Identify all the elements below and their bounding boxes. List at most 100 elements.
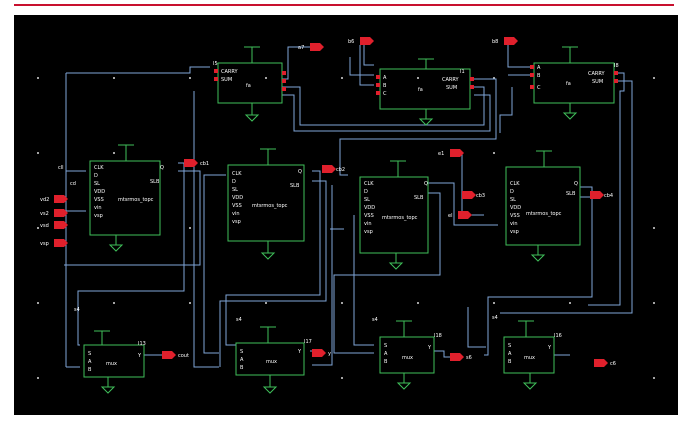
mtsr-3-port-vss: VSS	[364, 213, 374, 219]
mtsr-1-name: mtsrmos_topc	[118, 197, 154, 203]
pin-cb3[interactable]: cb3	[462, 191, 485, 199]
mtsr-2-port-clk: CLK	[232, 171, 242, 177]
fa-1-port-sum: SUM	[221, 77, 232, 83]
mtsr-2-port-vss: VSS	[232, 203, 242, 209]
pin-cb4[interactable]: cb4	[590, 191, 613, 199]
pin-s6[interactable]: s6	[450, 353, 472, 361]
mtsr-block-3[interactable]: CLK D SL VDD VSS vin vsp Q SLB mtsrmos_t…	[359, 160, 429, 270]
mtsr-3-port-sl: SL	[364, 197, 370, 203]
fa-2-name: fa	[418, 87, 423, 93]
pin-a7[interactable]: a7	[298, 43, 324, 51]
io-pins: a7 b6 b8 cb1 cb2 cb3 cb4 e1 el vd2 vs2 v…	[40, 37, 616, 367]
net-labels: cll cd s4 s4 s4 s4	[58, 165, 498, 323]
mtsr-1-port-vsp: vsp	[94, 213, 103, 219]
net-label-d: cd	[70, 181, 76, 187]
mux-block-2[interactable]: S A B Y mux I17	[235, 326, 312, 394]
pin-c6[interactable]: c6	[594, 359, 616, 367]
mtsr-2-port-sl: SL	[232, 187, 238, 193]
pin-b6[interactable]: b6	[348, 37, 374, 45]
svg-text:vs2: vs2	[40, 211, 49, 217]
mtsr-1-port-clk: CLK	[94, 165, 104, 171]
fa-2-port-b: B	[383, 83, 387, 89]
mux-4-ref: I16	[554, 333, 562, 339]
mux-block-3[interactable]: S A B Y mux I18	[379, 320, 442, 390]
fa-block-2[interactable]: A B C CARRY SUM fa I1	[376, 58, 474, 126]
pin-vs2[interactable]: vs2	[40, 209, 68, 217]
mux-4-port-a: A	[508, 351, 512, 357]
mtsr-1-port-vdd: VDD	[94, 189, 105, 195]
svg-text:cb3: cb3	[476, 193, 485, 199]
grid-dots	[37, 77, 655, 379]
pin-vd2[interactable]: vd2	[40, 195, 68, 203]
mux-1-port-s: S	[88, 351, 91, 357]
fa-3-port-sum: SUM	[592, 79, 603, 85]
fa-3-ref: I8	[614, 63, 619, 69]
schematic-canvas[interactable]: CARRY SUM fa I5 A B C CARRY SUM fa I1	[14, 15, 678, 415]
mux-block-1[interactable]: S A B Y mux I13	[83, 330, 146, 394]
fa-block-1[interactable]: CARRY SUM fa I5	[213, 46, 286, 122]
pin-cb2[interactable]: cb2	[322, 165, 345, 173]
fa-2-ref: I1	[460, 69, 465, 75]
mtsr-1-port-d: D	[94, 173, 98, 179]
pin-vsd[interactable]: vsd	[40, 221, 68, 229]
mtsr-4-name: mtsrmos_topc	[526, 211, 562, 217]
mux-4-port-s: S	[508, 343, 511, 349]
mux-4-name: mux	[524, 355, 535, 361]
header-rule	[14, 4, 674, 6]
svg-text:s6: s6	[466, 355, 472, 361]
net-label-s4-d: s4	[492, 315, 498, 321]
mux-3-port-y: Y	[427, 345, 432, 351]
mtsr-block-4[interactable]: CLK D SL VDD VSS vin vsp Q SLB mtsrmos_t…	[505, 150, 581, 262]
pin-cout[interactable]: cout	[162, 351, 189, 359]
pin-vsp[interactable]: vsp	[40, 239, 68, 247]
fa-2-port-c: C	[383, 91, 387, 97]
mtsr-4-port-slb: SLB	[566, 191, 576, 197]
fa-1-ref: I5	[213, 61, 218, 67]
svg-text:cb1: cb1	[200, 161, 209, 167]
svg-text:b6: b6	[348, 39, 354, 45]
mtsr-3-port-vin: vin	[364, 221, 372, 227]
net-label-clk: cll	[58, 165, 64, 171]
svg-text:e1: e1	[438, 151, 444, 157]
schematic-svg[interactable]: CARRY SUM fa I5 A B C CARRY SUM fa I1	[14, 15, 678, 415]
mux-3-port-a: A	[384, 351, 388, 357]
mtsr-2-name: mtsrmos_topc	[252, 203, 288, 209]
mux-1-port-a: A	[88, 359, 92, 365]
mtsr-1-port-vin: vin	[94, 205, 102, 211]
mux-2-port-b: B	[240, 365, 244, 371]
net-label-s4-c: s4	[372, 317, 378, 323]
pin-y[interactable]: y	[312, 349, 331, 357]
fa-3-port-carry: CARRY	[588, 71, 606, 77]
svg-text:vsp: vsp	[40, 241, 49, 247]
mtsr-3-port-clk: CLK	[364, 181, 374, 187]
mux-block-4[interactable]: S A B Y mux I16	[503, 320, 562, 390]
mtsr-2-port-vdd: VDD	[232, 195, 243, 201]
mtsr-2-port-q: Q	[298, 169, 302, 175]
mtsr-1-port-sl: SL	[94, 181, 100, 187]
pin-el[interactable]: el	[448, 211, 472, 219]
mtsr-2-port-slb: SLB	[290, 183, 300, 189]
mtsr-block-2[interactable]: CLK D SL VDD VSS vin vsp Q SLB mtsrmos_t…	[227, 148, 305, 260]
svg-text:el: el	[448, 213, 452, 219]
mux-2-port-s: S	[240, 349, 243, 355]
mux-2-port-y: Y	[297, 349, 302, 355]
mtsr-block-1[interactable]: CLK D SL VDD VSS vin vsp Q SLB mtsrmos_t…	[89, 144, 164, 252]
pin-b8[interactable]: b8	[492, 37, 518, 45]
fa-2-port-carry: CARRY	[442, 77, 460, 83]
fa-1-name: fa	[246, 83, 251, 89]
fa-3-port-c: C	[537, 85, 541, 91]
pin-e1[interactable]: e1	[438, 149, 464, 157]
pin-cb1[interactable]: cb1	[184, 159, 209, 167]
mux-3-ref: I18	[434, 333, 442, 339]
mux-1-port-y: Y	[137, 353, 142, 359]
svg-text:vsd: vsd	[40, 223, 49, 229]
fa-1-port-carry: CARRY	[221, 69, 239, 75]
fa-block-3[interactable]: A B C CARRY SUM fa I8	[530, 46, 619, 120]
mux-3-name: mux	[402, 355, 413, 361]
wires	[64, 45, 633, 368]
mtsr-3-port-q: Q	[424, 181, 428, 187]
fa-2-port-a: A	[383, 75, 387, 81]
mtsr-4-port-q: Q	[574, 181, 578, 187]
mtsr-2-port-vsp: vsp	[232, 219, 241, 225]
mtsr-1-port-slb: SLB	[150, 179, 160, 185]
